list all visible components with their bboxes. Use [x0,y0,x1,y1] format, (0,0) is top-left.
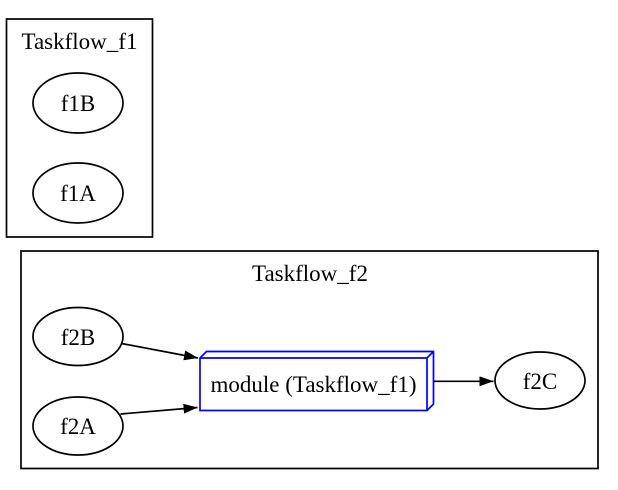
cluster-taskflow-f1-border [5,18,154,238]
cluster-taskflow-f2-title: Taskflow_f2 [252,261,368,286]
node-f2C-label: f2C [523,369,558,394]
edge-f2A-to-module [120,403,198,415]
node-f2B-ellipse [32,306,124,367]
cluster-taskflow-f1-title: Taskflow_f1 [22,29,138,54]
node-f1A-ellipse [32,162,124,224]
node-f2A-ellipse [32,396,124,456]
node-f2A-label: f2A [60,414,96,439]
node-f1B-ellipse [32,72,124,134]
node-f1B-label: f1B [61,91,96,116]
node-f2B-label: f2B [61,325,96,350]
node-module-label: module (Taskflow_f1) [211,372,417,397]
node-f1A-label: f1A [60,181,96,206]
node-module-box3d: module (Taskflow_f1) [199,350,435,412]
cluster-taskflow-f1: Taskflow_f1 f1B f1A [5,18,154,238]
cluster-taskflow-f2: Taskflow_f2 f2B f2A module (Taskflow_f1)… [20,250,599,470]
module-box3d-inner-edges [200,350,435,411]
node-f2C-ellipse [494,351,586,410]
cluster-taskflow-f2-border [20,250,599,470]
edge-f2B-to-module [121,342,199,361]
